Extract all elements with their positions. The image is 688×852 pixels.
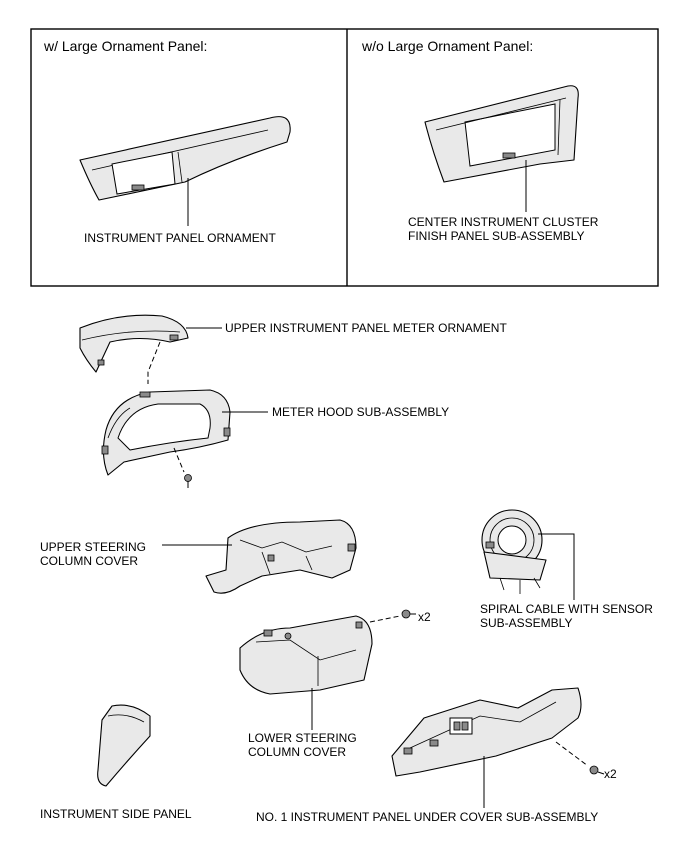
- label-upper-meter-ornament: UPPER INSTRUMENT PANEL METER ORNAMENT: [225, 321, 507, 335]
- label-spiral-cable-line2: SUB-ASSEMBLY: [480, 616, 573, 630]
- install-path-screw: [173, 447, 185, 473]
- center-cluster-finish-panel-part: [424, 85, 579, 183]
- under-cover-screw: [589, 765, 605, 775]
- qty-under-cover-screws: x2: [604, 767, 617, 781]
- label-spiral-cable-line1: SPIRAL CABLE WITH SENSOR: [480, 602, 653, 616]
- instrument-panel-ornament-part: [79, 116, 291, 201]
- lower-cover-screw: [401, 609, 416, 619]
- label-instrument-panel-ornament: INSTRUMENT PANEL ORNAMENT: [84, 231, 276, 245]
- label-meter-hood: METER HOOD SUB-ASSEMBLY: [272, 405, 450, 419]
- variant-frames: [30, 28, 659, 287]
- upper-meter-ornament-part: [79, 314, 189, 373]
- label-center-cluster-line2: FINISH PANEL SUB-ASSEMBLY: [408, 229, 585, 243]
- install-path-ornament: [147, 341, 161, 384]
- leader-spiral-cable: [538, 533, 575, 600]
- label-upper-column-cover-line2: COLUMN COVER: [40, 554, 139, 568]
- meter-hood-screw: [184, 474, 192, 488]
- label-instrument-side-panel: INSTRUMENT SIDE PANEL: [40, 807, 192, 821]
- under-cover-part: [391, 687, 582, 777]
- upper-column-cover-part: [205, 519, 357, 594]
- label-lower-column-cover-line2: COLUMN COVER: [248, 745, 347, 759]
- header-with-large-ornament: w/ Large Ornament Panel:: [44, 38, 208, 54]
- meter-hood-part: [101, 389, 231, 476]
- install-path-under-screws: [555, 741, 589, 767]
- label-upper-column-cover-line1: UPPER STEERING: [40, 540, 147, 554]
- label-lower-column-cover-line1: LOWER STEERING: [248, 731, 357, 745]
- spiral-cable-part: [481, 509, 547, 594]
- instrument-side-panel-part: [97, 704, 151, 787]
- label-under-cover: NO. 1 INSTRUMENT PANEL UNDER COVER SUB-A…: [256, 810, 599, 824]
- header-without-large-ornament: w/o Large Ornament Panel:: [362, 38, 534, 54]
- qty-lower-cover-screws: x2: [418, 610, 431, 624]
- install-path-lower-screws: [369, 615, 401, 623]
- label-center-cluster-line1: CENTER INSTRUMENT CLUSTER: [408, 215, 599, 229]
- lower-column-cover-part: [239, 615, 373, 695]
